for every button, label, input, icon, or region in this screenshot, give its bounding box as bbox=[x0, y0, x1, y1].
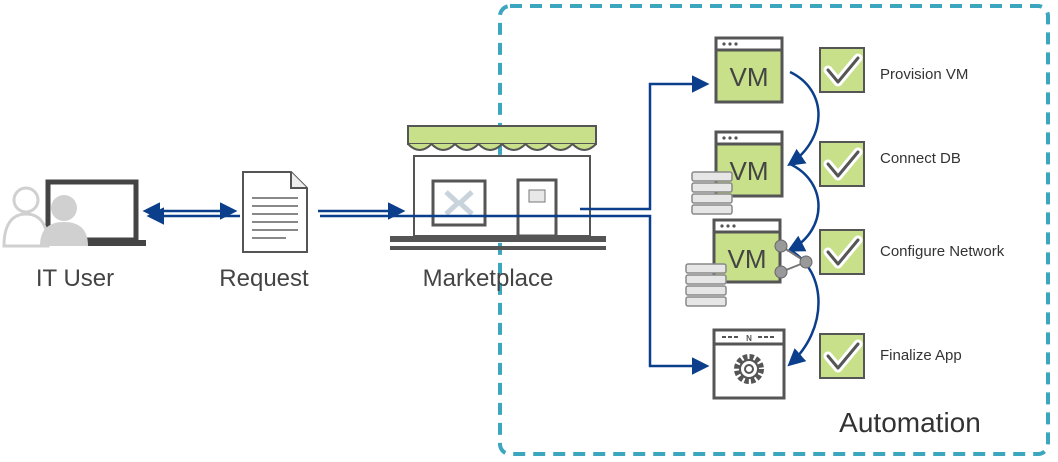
marketplace-store-icon bbox=[390, 125, 606, 250]
it-user-icon bbox=[2, 179, 146, 248]
marketplace-label: Marketplace bbox=[423, 265, 554, 292]
request-label: Request bbox=[219, 265, 309, 292]
step-checkbox-provision bbox=[819, 47, 865, 93]
step-checkbox-configure-network bbox=[819, 229, 865, 275]
database-stack-icon bbox=[685, 263, 727, 307]
step-checkbox-finalize-app bbox=[819, 333, 865, 379]
flow-arrows-request bbox=[142, 202, 406, 225]
step-label-connect-db: Connect DB bbox=[880, 150, 961, 167]
vm-label: VM bbox=[730, 62, 769, 92]
app-badge-label: N bbox=[746, 334, 752, 343]
step-checkbox-connect-db bbox=[819, 141, 865, 187]
automation-label: Automation bbox=[839, 407, 981, 438]
network-nodes-icon bbox=[774, 239, 813, 279]
step-label-provision: Provision VM bbox=[880, 66, 968, 83]
step-label-finalize-app: Finalize App bbox=[880, 347, 962, 364]
request-document-icon bbox=[242, 171, 308, 253]
database-stack-icon bbox=[691, 171, 733, 215]
step-label-configure-network: Configure Network bbox=[880, 243, 1005, 260]
gear-icon bbox=[734, 354, 764, 384]
vm-label: VM bbox=[730, 156, 769, 186]
it-user-label: IT User bbox=[36, 265, 114, 292]
vm-label: VM bbox=[728, 244, 767, 274]
vm-icon-provision: VM bbox=[714, 36, 784, 104]
